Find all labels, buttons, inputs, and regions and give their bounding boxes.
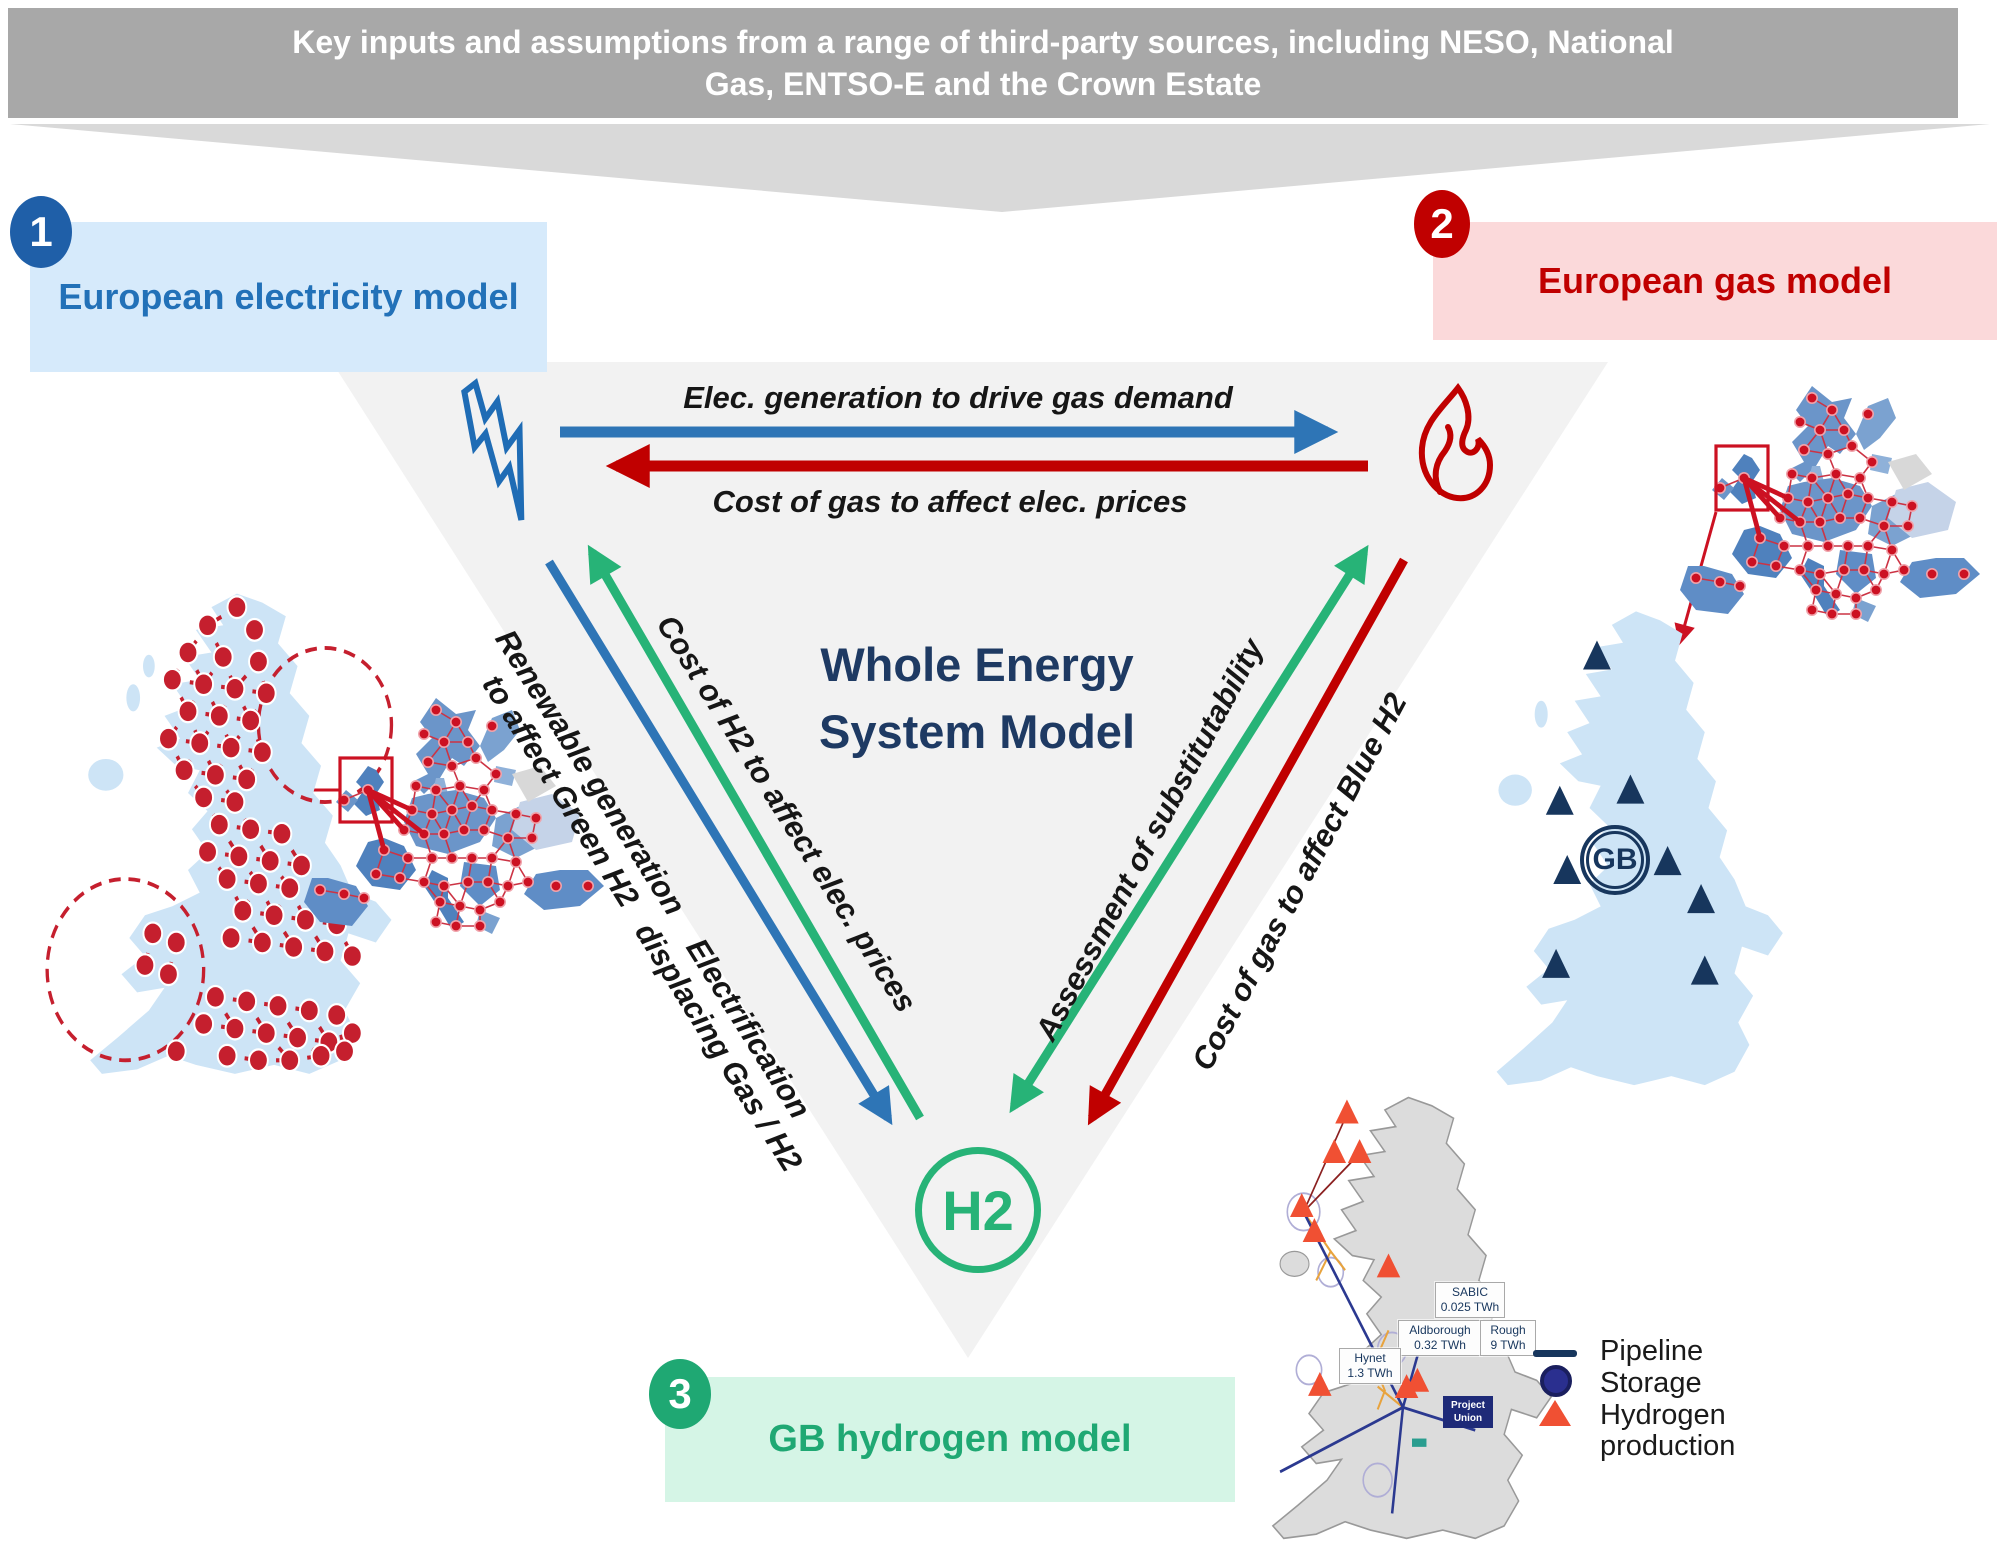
gb-gas-map — [1496, 611, 1783, 1086]
arrow-gas-to-blue-h2 — [1087, 557, 1408, 1126]
arrow-substitutability — [1009, 544, 1369, 1114]
gb-node-label: GB — [1592, 843, 1638, 876]
legend-storage-label: Storage — [1600, 1367, 1702, 1399]
gas-terminal-triangles — [1542, 640, 1719, 985]
chevron-down-shape — [10, 124, 1990, 212]
gas-model-box: European gas model — [1433, 222, 1997, 340]
badge-3-number: 3 — [668, 1370, 692, 1417]
gb-node-inner: GB — [1586, 831, 1644, 889]
hydrogen-model-box: GB hydrogen model — [665, 1377, 1235, 1502]
flow-gas-to-elec-label: Cost of gas to affect elec. prices — [712, 484, 1188, 519]
electricity-model-label: European electricity model — [58, 276, 519, 317]
project-union-line2: Union — [1453, 1413, 1483, 1424]
electricity-model-box: European electricity model — [30, 222, 547, 372]
hydrogen-model-label: GB hydrogen model — [768, 1418, 1132, 1460]
badge-1-number: 1 — [29, 208, 53, 255]
site-label-sabic: SABIC 0.025 TWh — [1435, 1282, 1505, 1318]
badge-2: 2 — [1414, 190, 1470, 258]
terminal-marker — [1412, 1438, 1427, 1447]
site-label-aldborough: Aldborough 0.32 TWh — [1398, 1320, 1482, 1356]
lightning-icon — [461, 378, 525, 521]
site-sabic-capacity: 0.025 TWh — [1440, 1300, 1500, 1314]
badge-3: 3 — [649, 1359, 711, 1429]
legend-hydrogen-label: Hydrogen production — [1600, 1399, 1736, 1463]
project-union-line1: Project — [1451, 1400, 1485, 1411]
arrow-renewables-to-h2 — [545, 559, 893, 1126]
site-hynet-capacity: 1.3 TWh — [1347, 1366, 1393, 1380]
site-rough-name: Rough — [1490, 1323, 1526, 1337]
hydrogen-production-triangles — [1290, 1099, 1430, 1398]
legend-storage-swatch — [1540, 1365, 1572, 1397]
banner: Key inputs and assumptions from a range … — [8, 8, 1958, 118]
flow-elec-to-gas-label: Elec. generation to drive gas demand — [683, 380, 1233, 415]
badge-2-number: 2 — [1430, 200, 1454, 247]
europe-gas-inset — [1672, 378, 2000, 644]
banner-text: Key inputs and assumptions from a range … — [292, 21, 1674, 105]
legend-pipeline-label: Pipeline — [1600, 1335, 1704, 1367]
site-aldborough-name: Aldborough — [1409, 1323, 1471, 1337]
site-sabic-name: SABIC — [1451, 1285, 1488, 1299]
banner-line1: Key inputs and assumptions from a range … — [292, 23, 1674, 60]
project-union-label: Project Union — [1443, 1396, 1493, 1428]
arrow-h2-to-elec — [587, 544, 924, 1121]
h2-node-label: H2 — [942, 1178, 1014, 1242]
badge-1: 1 — [10, 196, 72, 268]
europe-electricity-inset — [296, 690, 628, 956]
banner-line2: Gas, ENTSO-E and the Crown Estate — [704, 66, 1262, 102]
flame-icon — [1418, 383, 1494, 502]
site-hynet-name: Hynet — [1354, 1351, 1386, 1365]
center-title-line1: Whole Energy — [820, 638, 1134, 691]
gb-node: GB — [1580, 825, 1650, 895]
site-aldborough-capacity: 0.32 TWh — [1414, 1338, 1466, 1352]
center-title: Whole Energy System Model — [787, 632, 1167, 765]
center-title-line2: System Model — [818, 704, 1136, 758]
gb-electricity-map — [45, 593, 394, 1074]
legend-pipeline-swatch — [1533, 1350, 1577, 1357]
site-label-hynet: Hynet 1.3 TWh — [1339, 1348, 1401, 1384]
legend-hydrogen-swatch — [1539, 1400, 1571, 1426]
site-label-rough: Rough 9 TWh — [1480, 1320, 1536, 1356]
site-rough-capacity: 9 TWh — [1490, 1338, 1526, 1352]
gas-model-label: European gas model — [1537, 260, 1893, 301]
h2-node: H2 — [915, 1147, 1041, 1273]
